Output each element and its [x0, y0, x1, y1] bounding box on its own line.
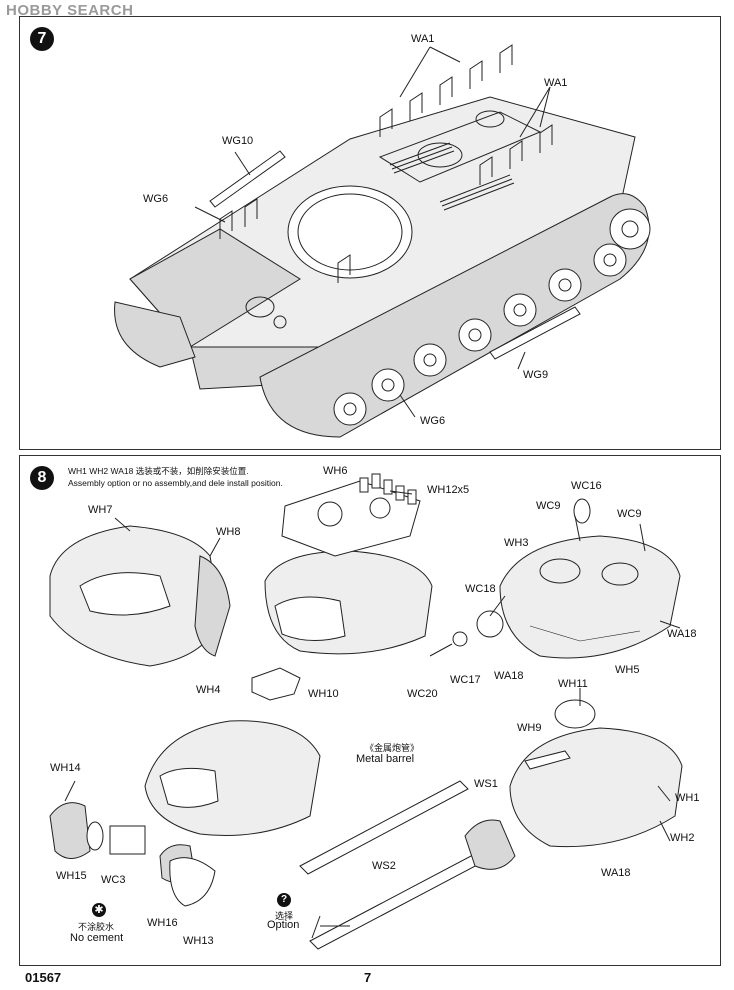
part-label: WC17 [450, 674, 481, 686]
part-label: WH4 [196, 684, 221, 696]
part-label: WH11 [558, 678, 588, 690]
part-label: WH6 [323, 465, 348, 477]
part-label: WH16 [147, 917, 178, 929]
part-label: WA18 [667, 628, 697, 640]
part-label: WC9 [536, 500, 561, 512]
part-label: WH3 [504, 537, 529, 549]
metal-barrel-label: Metal barrel [356, 753, 415, 765]
part-label: WA18 [601, 867, 631, 879]
part-label: WC3 [101, 874, 126, 886]
part-label: WG6 [420, 415, 446, 427]
watermark: HOBBY SEARCH [6, 2, 134, 19]
part-label: WH14 [50, 762, 81, 774]
part-label: WH13 [183, 935, 214, 947]
part-label: WS1 [474, 778, 498, 790]
part-label: WH12x5 [427, 484, 470, 496]
metal-barrel-label-chinese: 《金属炮管》 [365, 743, 420, 753]
option-label-chinese: 选择 [275, 911, 294, 921]
part-label: WS2 [372, 860, 396, 872]
part-label: WG6 [143, 193, 169, 205]
step-8-panel: 8 WH1 WH2 WA18 选装或不装，如削除安装位置. Assembly o… [19, 455, 721, 966]
no-cement-label: No cement [70, 932, 124, 944]
part-label: WH1 [675, 792, 700, 804]
no-cement-label-chinese: 不涂胶水 [78, 922, 115, 932]
part-label: WG10 [222, 135, 254, 147]
part-label: WH8 [216, 526, 241, 538]
step-7-panel: 7 WA1 WA1 WG10 WG6 WG9 WG6 [19, 16, 721, 450]
part-label: WH7 [88, 504, 113, 516]
option-label: Option [267, 919, 300, 931]
part-label: WH15 [56, 870, 87, 882]
part-label: WC16 [571, 480, 602, 492]
part-label: WG9 [523, 369, 549, 381]
no-cement-icon: ✱ [92, 903, 106, 917]
assembly-note-english: Assembly option or no assembly,and dele … [68, 478, 283, 488]
part-label: WA1 [411, 33, 435, 45]
part-label: WC18 [465, 583, 496, 595]
part-label: WH5 [615, 664, 640, 676]
part-label: WH9 [517, 722, 542, 734]
part-label: WC20 [407, 688, 438, 700]
step-number-badge: 7 [30, 27, 54, 51]
part-label: WH2 [670, 832, 695, 844]
part-label: WC9 [617, 508, 642, 520]
product-code: 01567 [25, 970, 62, 985]
part-label: WA1 [544, 77, 568, 89]
page-number: 7 [364, 970, 372, 985]
part-label: WH10 [308, 688, 339, 700]
step-number-badge: 8 [30, 466, 54, 490]
part-label: WA18 [494, 670, 524, 682]
assembly-note-chinese: WH1 WH2 WA18 选装或不装，如削除安装位置. [68, 466, 249, 476]
turret-assembly-drawing [49, 473, 683, 950]
option-icon: ? [277, 893, 291, 907]
tank-hull-drawing [114, 44, 651, 438]
